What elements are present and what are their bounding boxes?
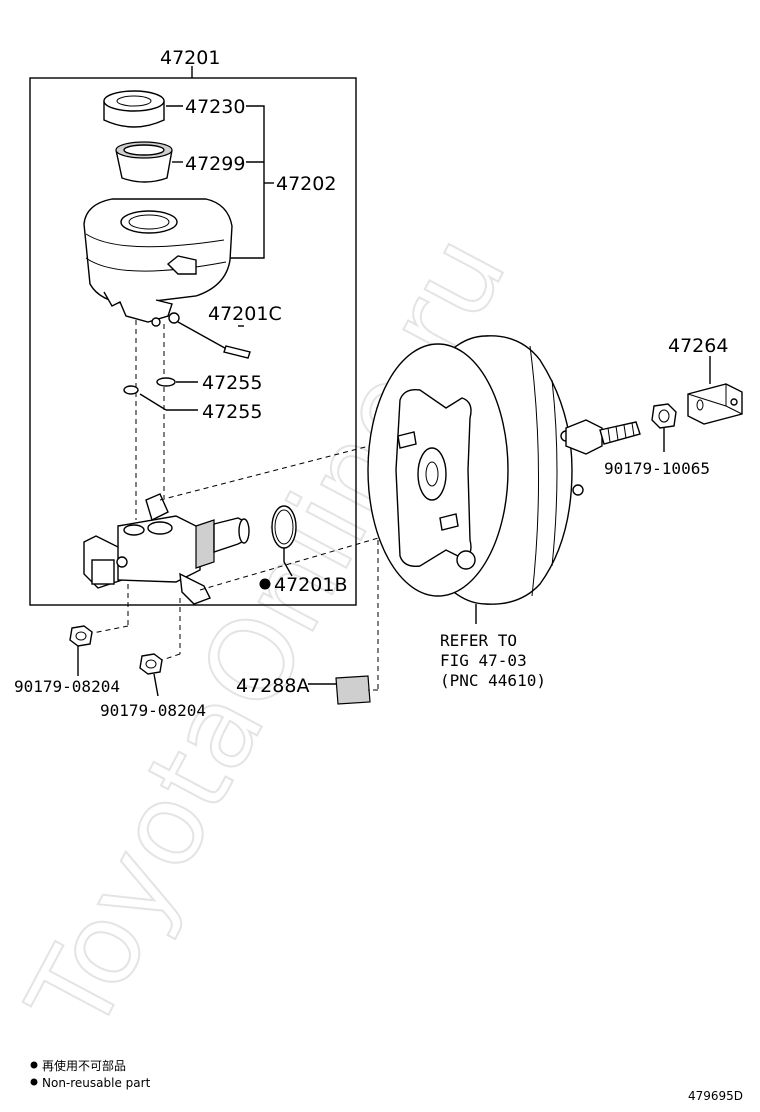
callout-47230[interactable]: 47230: [185, 96, 245, 118]
callout-90179-08204-left[interactable]: 90179-08204: [14, 677, 120, 696]
callout-47288A[interactable]: 47288A: [236, 675, 309, 697]
refer-line-2: FIG 47-03: [440, 651, 527, 670]
callout-47201[interactable]: 47201: [160, 47, 220, 69]
grommet-upper: [156, 377, 176, 387]
refer-line-3: (PNC 44610): [440, 671, 546, 690]
label-plate-part: [335, 675, 371, 705]
legend-japanese: 再使用不可部品: [42, 1058, 126, 1073]
nut-left-part: [69, 625, 93, 647]
master-cylinder-part: [83, 493, 250, 605]
brake-booster-part: [367, 335, 641, 605]
reservoir-cap-part: [103, 90, 165, 128]
refer-line-1: REFER TO: [440, 631, 517, 650]
callout-47201C[interactable]: 47201C: [208, 303, 282, 325]
assembly-frame: [29, 77, 357, 606]
reservoir-tank-part: [83, 198, 233, 327]
callout-47299[interactable]: 47299: [185, 153, 245, 175]
callout-47255-lower[interactable]: 47255: [202, 401, 262, 423]
strainer-part: [115, 141, 173, 183]
legend-mark-icon-2: [30, 1078, 38, 1086]
callout-47264[interactable]: 47264: [668, 335, 728, 357]
non-reusable-mark: [259, 578, 271, 590]
legend-mark-icon: [30, 1061, 38, 1069]
callout-47201B[interactable]: 47201B: [274, 574, 347, 596]
callout-90179-10065[interactable]: 90179-10065: [604, 459, 710, 478]
grommet-lower: [123, 385, 139, 395]
o-ring-part: [271, 505, 297, 549]
legend-english: Non-reusable part: [42, 1076, 151, 1090]
nut-right-part: [139, 653, 163, 675]
figure-id: 479695D: [688, 1089, 743, 1103]
callout-47255-upper[interactable]: 47255: [202, 372, 262, 394]
clevis-part: [687, 383, 743, 425]
rod-nut-part: [651, 403, 677, 429]
callout-47202[interactable]: 47202: [276, 173, 336, 195]
callout-90179-08204-right[interactable]: 90179-08204: [100, 701, 206, 720]
